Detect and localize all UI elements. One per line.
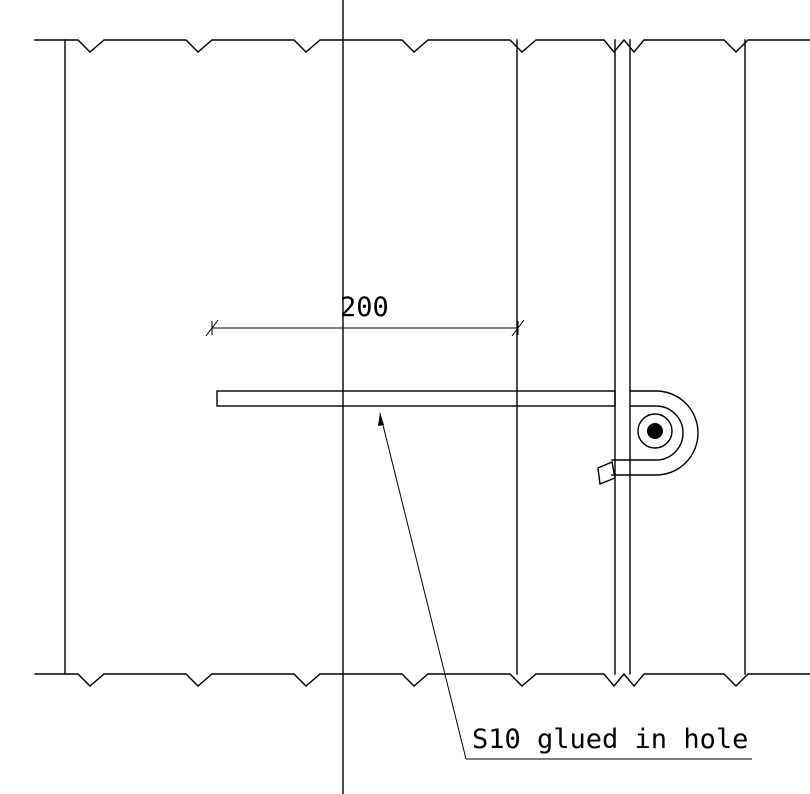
bottom-break-line	[34, 672, 810, 688]
top-break-line	[34, 38, 810, 54]
hook-tab	[597, 461, 616, 485]
anchor-hook-inner	[611, 405, 684, 461]
dimension-value: 200	[340, 292, 389, 323]
callout-label: S10 glued in hole	[472, 724, 748, 755]
bolt-dot	[647, 423, 663, 439]
anchor-hook	[611, 390, 699, 476]
callout-leader	[379, 412, 467, 760]
anchor-bar	[216, 390, 616, 407]
callout-arrowhead	[378, 413, 384, 426]
bolt-outer-ring	[637, 413, 673, 449]
